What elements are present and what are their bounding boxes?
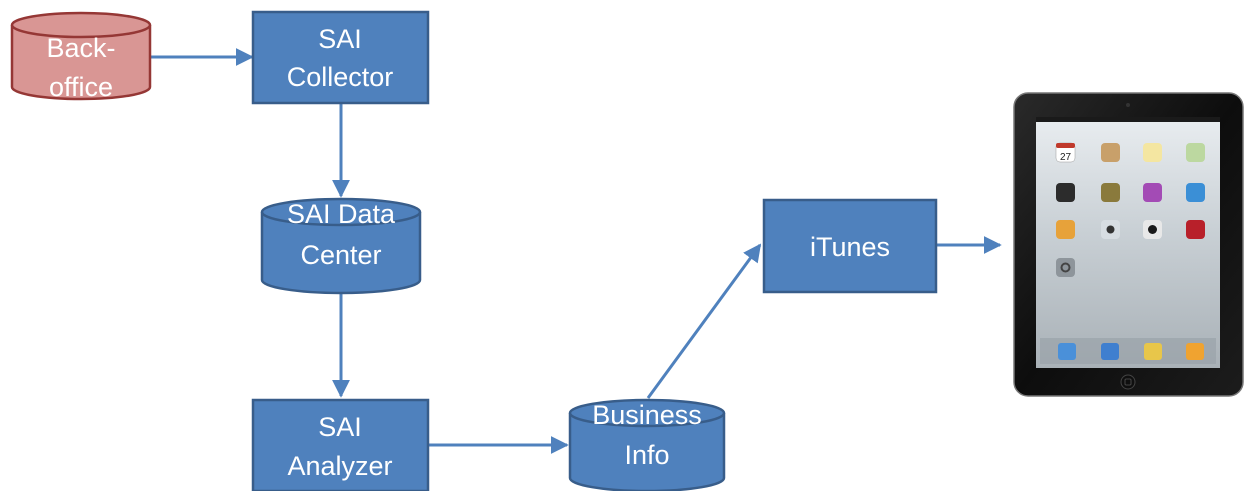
business-label-line1: Business — [592, 400, 702, 430]
game-center-icon — [1143, 183, 1162, 202]
collector-box — [251, 10, 430, 105]
ipad-status-bar — [1036, 117, 1220, 122]
videos-icon — [1056, 183, 1075, 202]
itunes-label: iTunes — [810, 232, 890, 262]
analyzer-label-line2: Analyzer — [287, 451, 392, 481]
maps-icon — [1186, 143, 1205, 162]
calendar-day-text: 27 — [1060, 152, 1072, 163]
safari-icon — [1186, 183, 1205, 202]
home-button-square — [1124, 378, 1132, 386]
ipad-image: 27 — [1013, 92, 1244, 397]
datacenter-label-line2: Center — [300, 240, 381, 270]
datacenter-cylinder — [260, 212, 422, 295]
backoffice-cylinder-top — [10, 11, 152, 39]
business-cylinder-top — [568, 398, 726, 428]
ipad-dock — [1040, 338, 1216, 364]
node-collector: SAI Collector — [251, 10, 430, 105]
dock-ipod-icon — [1186, 343, 1204, 360]
edge-business-to-itunes — [646, 243, 762, 399]
analyzer-box — [251, 398, 430, 491]
camera-icon-lens — [1106, 225, 1115, 234]
contacts-icon — [1101, 143, 1120, 162]
ipad-home-button — [1120, 374, 1136, 390]
collector-label-line2: Collector — [287, 62, 394, 92]
itunes-box — [762, 198, 938, 294]
node-analyzer: SAI Analyzer — [251, 398, 430, 491]
node-backoffice: Back- office — [10, 11, 152, 102]
calendar-icon-header — [1056, 143, 1075, 148]
business-label-line2: Info — [624, 440, 669, 470]
node-business: Business Info — [568, 398, 726, 491]
notes-icon — [1143, 143, 1162, 162]
photo-booth-icon — [1101, 183, 1120, 202]
dock-messages-icon — [1058, 343, 1076, 360]
node-itunes: iTunes — [762, 198, 938, 294]
settings-icon — [1056, 258, 1075, 277]
backoffice-cylinder — [10, 25, 152, 101]
node-datacenter: SAI Data Center — [260, 197, 422, 295]
facetime-icon-lens — [1148, 225, 1157, 234]
edges — [150, 48, 1002, 454]
itunes-icon — [1056, 220, 1075, 239]
ipad-camera — [1126, 103, 1130, 107]
ibooks-icon — [1186, 220, 1205, 239]
backoffice-label-line2: office — [49, 72, 113, 102]
business-cylinder — [568, 413, 726, 491]
dock-mail-icon — [1101, 343, 1119, 360]
collector-label-line1: SAI — [318, 24, 362, 54]
analyzer-label-line1: SAI — [318, 412, 362, 442]
datacenter-cylinder-top — [260, 197, 422, 227]
dock-photos-icon — [1144, 343, 1162, 360]
settings-icon-gear — [1060, 262, 1071, 273]
backoffice-label-line1: Back- — [46, 33, 115, 63]
ipad-app-grid: 27 — [1055, 142, 1205, 277]
datacenter-label-line1: SAI Data — [287, 199, 396, 229]
